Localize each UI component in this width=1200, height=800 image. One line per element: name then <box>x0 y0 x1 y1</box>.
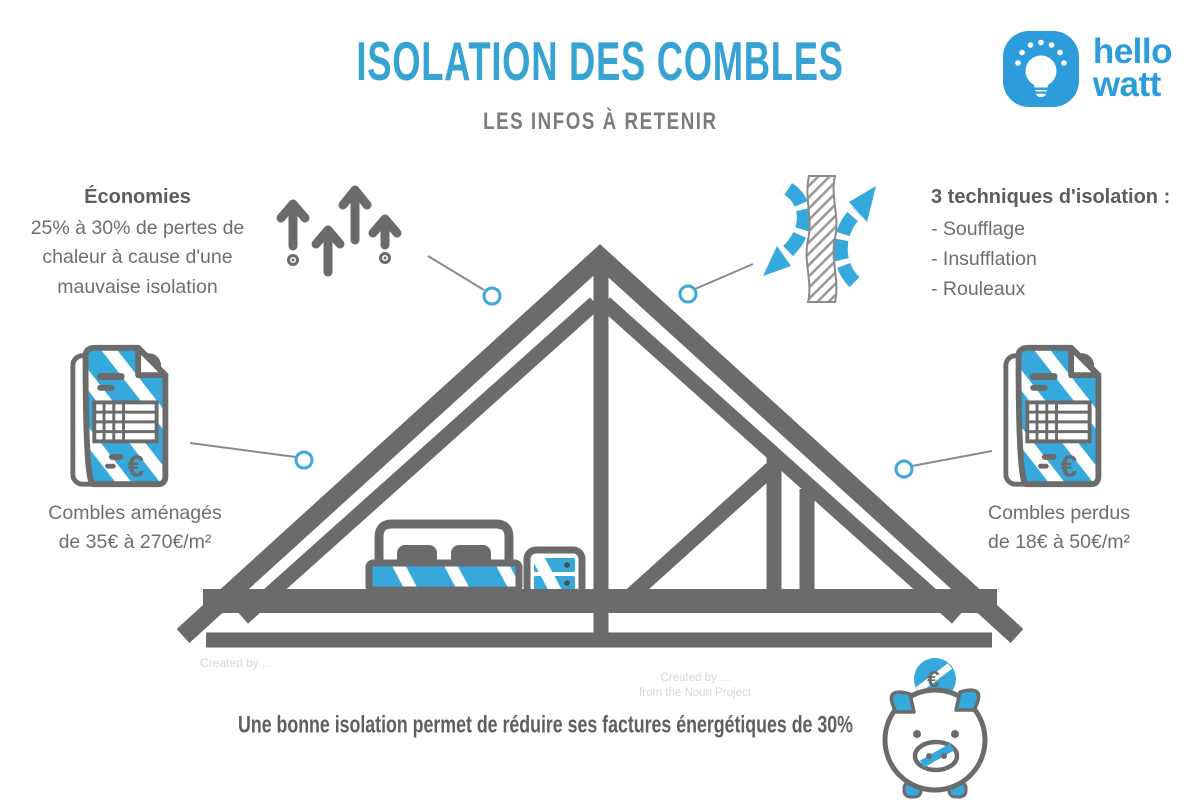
combles-amenages-label: Combles aménagés de 35€ à 270€/m² <box>48 502 222 554</box>
watermark: Created by ... <box>200 656 273 670</box>
economies-body: 25% à 30% de pertes de chaleur à cause d… <box>30 217 245 298</box>
technique-item: - Insufflation <box>931 248 1037 271</box>
lightbulb-icon <box>1002 31 1079 107</box>
hellowatt-logo: hello watt <box>1002 30 1173 108</box>
page-title: ISOLATION DES COMBLES <box>356 31 844 93</box>
rafter-inner-left <box>237 297 601 624</box>
logo-wordmark: hello watt <box>1092 32 1173 104</box>
techniques-heading: 3 techniques d'isolation : <box>931 186 1171 208</box>
callout-dot <box>678 284 698 304</box>
insulation-layer <box>805 175 838 303</box>
technique-item: - Soufflage <box>931 218 1025 240</box>
svg-text:€: € <box>927 666 940 692</box>
footer-note: Une bonne isolation permet de réduire se… <box>237 711 853 739</box>
invoice-icon-right <box>1006 348 1099 484</box>
economies-note: Économies 25% à 30% de pertes de chaleur… <box>10 186 265 302</box>
rafters-outer <box>176 244 1024 644</box>
callout-dot <box>894 459 914 479</box>
roof-truss <box>176 244 1024 648</box>
watermark: Created by ... from the Noun Project <box>639 672 751 699</box>
callout-dot <box>294 450 314 470</box>
callout-dot <box>482 286 502 306</box>
invoice-icon-left <box>73 348 166 484</box>
diagonal-strut <box>622 463 777 604</box>
technique-item: - Rouleaux <box>931 278 1026 301</box>
combles-perdus-label: Combles perdus de 18€ à 50€/m² <box>987 502 1130 554</box>
insulation-wall-icon <box>763 175 876 303</box>
techniques-note: 3 techniques d'isolation : - Soufflage -… <box>931 186 1191 305</box>
piggy-bank-icon: € <box>882 658 988 799</box>
economies-heading: Économies <box>84 186 191 208</box>
callout-connectors <box>189 255 993 479</box>
page-subtitle: LES INFOS À RETENIR <box>482 108 718 135</box>
heat-rising-arrows-icon <box>276 185 402 277</box>
